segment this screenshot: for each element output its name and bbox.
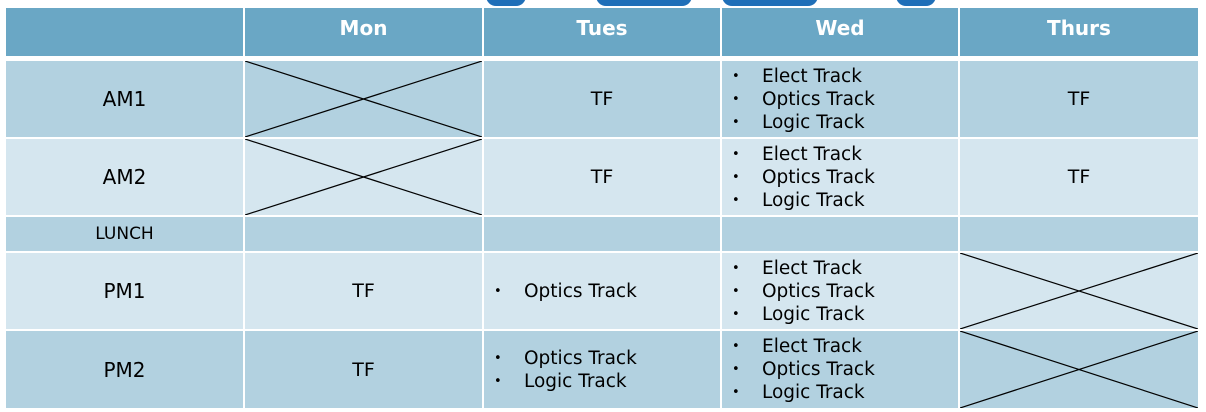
cell-pm2-thurs-unavailable <box>960 331 1198 408</box>
cell-am2-tues: TF <box>484 139 720 215</box>
cell-am1-tues: TF <box>484 61 720 137</box>
row-label-lunch: LUNCH <box>6 217 243 251</box>
track-list: Elect TrackOptics TrackLogic Track <box>722 143 958 212</box>
title-glyph <box>486 0 526 6</box>
title-glyph <box>596 0 692 6</box>
track-list: Elect TrackOptics TrackLogic Track <box>722 65 958 134</box>
track-list-item: Elect Track <box>722 335 958 358</box>
cell-pm1-thurs-unavailable <box>960 253 1198 329</box>
cross-out-line <box>245 139 482 215</box>
cell-pm2-wed: Elect TrackOptics TrackLogic Track <box>722 331 958 408</box>
track-list-item: Elect Track <box>722 65 958 88</box>
track-list: Optics TrackLogic Track <box>484 347 720 393</box>
track-list-item: Optics Track <box>722 166 958 189</box>
track-list-item: Logic Track <box>722 303 958 326</box>
header-day-tues: Tues <box>484 8 720 56</box>
title-glyph <box>722 0 818 6</box>
track-list-item: Logic Track <box>722 111 958 134</box>
cross-out-mark <box>245 61 482 137</box>
track-list: Optics Track <box>484 280 720 303</box>
cell-am2-mon-unavailable <box>245 139 482 215</box>
track-list-item: Optics Track <box>722 88 958 111</box>
row-label-pm2: PM2 <box>6 331 243 408</box>
cell-pm1-wed: Elect TrackOptics TrackLogic Track <box>722 253 958 329</box>
cell-am2-thurs: TF <box>960 139 1198 215</box>
row-label-am2: AM2 <box>6 139 243 215</box>
track-list-item: Logic Track <box>722 189 958 212</box>
cell-am1-mon-unavailable <box>245 61 482 137</box>
track-list-item: Optics Track <box>484 280 720 303</box>
cross-out-line <box>245 61 482 137</box>
cell-am1-wed: Elect TrackOptics TrackLogic Track <box>722 61 958 137</box>
title-glyph <box>896 0 936 6</box>
track-list-item: Logic Track <box>484 370 720 393</box>
track-list: Elect TrackOptics TrackLogic Track <box>722 257 958 326</box>
track-list-item: Optics Track <box>484 347 720 370</box>
page-title-fragment <box>0 0 1206 8</box>
track-list-item: Optics Track <box>722 358 958 381</box>
track-list-item: Elect Track <box>722 257 958 280</box>
cell-am1-thurs: TF <box>960 61 1198 137</box>
cross-out-line <box>960 253 1198 329</box>
header-day-thurs: Thurs <box>960 8 1198 56</box>
row-label-pm1: PM1 <box>6 253 243 329</box>
cell-pm1-tues: Optics Track <box>484 253 720 329</box>
cell-lunch-thurs-empty <box>960 217 1198 251</box>
row-label-am1: AM1 <box>6 61 243 137</box>
track-list: Elect TrackOptics TrackLogic Track <box>722 335 958 404</box>
cell-lunch-wed-empty <box>722 217 958 251</box>
header-day-wed: Wed <box>722 8 958 56</box>
cross-out-line <box>960 331 1198 408</box>
cross-out-mark <box>245 139 482 215</box>
schedule-table: MonTuesWedThursAM1TFElect TrackOptics Tr… <box>6 8 1198 410</box>
cell-lunch-mon-empty <box>245 217 482 251</box>
cell-pm2-mon: TF <box>245 331 482 408</box>
header-day-mon: Mon <box>245 8 482 56</box>
track-list-item: Logic Track <box>722 381 958 404</box>
track-list-item: Optics Track <box>722 280 958 303</box>
header-corner-cell <box>6 8 243 56</box>
track-list-item: Elect Track <box>722 143 958 166</box>
cell-am2-wed: Elect TrackOptics TrackLogic Track <box>722 139 958 215</box>
cell-lunch-tues-empty <box>484 217 720 251</box>
cross-out-mark <box>960 331 1198 408</box>
cell-pm2-tues: Optics TrackLogic Track <box>484 331 720 408</box>
cell-pm1-mon: TF <box>245 253 482 329</box>
cross-out-mark <box>960 253 1198 329</box>
